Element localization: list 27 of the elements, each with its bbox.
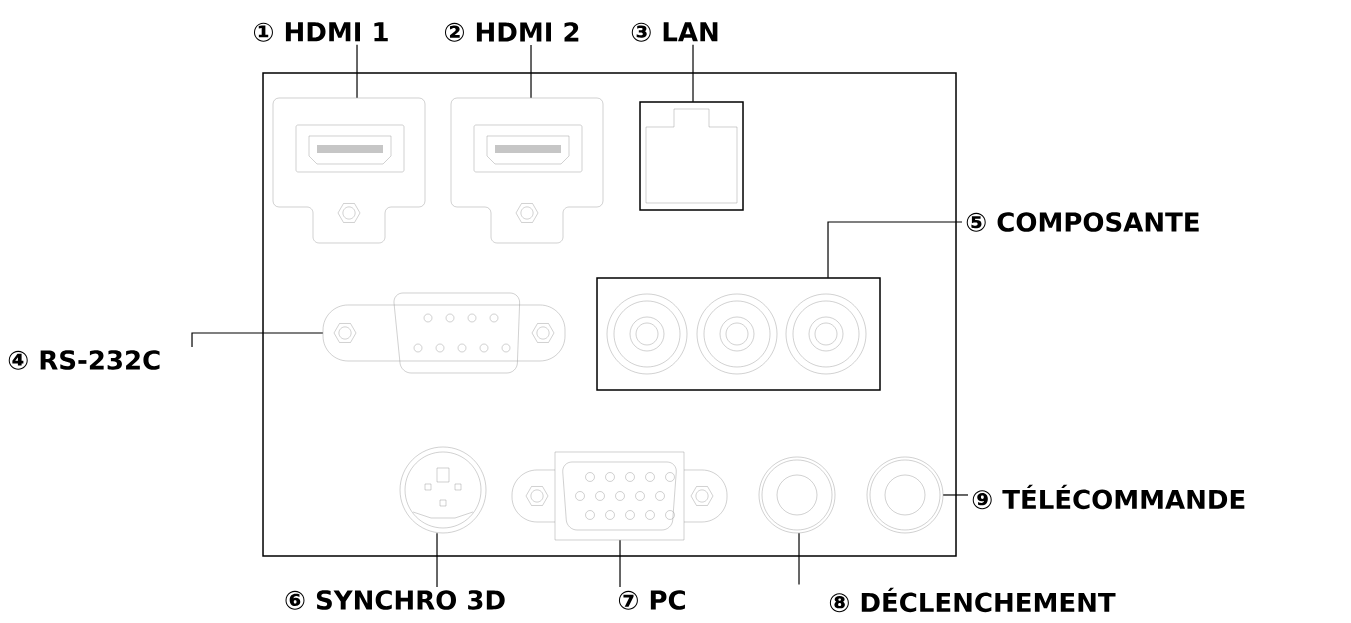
hdmi-port-drawing [272, 97, 426, 244]
leader-line [692, 44, 694, 103]
port-label: ① HDMI 1 [254, 22, 388, 42]
leader-line [942, 494, 969, 496]
mini-din-port-drawing [399, 446, 487, 534]
port-label: ⑥ SYNCHRO 3D [285, 590, 505, 610]
leader-line [827, 221, 963, 279]
port-label: ⑧ DÉCLENCHEMENT [829, 587, 1116, 613]
leader-line [191, 332, 324, 348]
port-label: ③ LAN [631, 22, 718, 42]
port-label: ⑤ COMPOSANTE [966, 212, 1199, 232]
serial-port-drawing [322, 292, 566, 374]
port-label: ⑨ TÉLÉCOMMANDE [972, 484, 1245, 510]
leader-line [530, 44, 532, 99]
leader-line [798, 532, 800, 586]
hdmi-port-drawing [450, 97, 604, 244]
port-label: ⑦ PC [618, 590, 685, 610]
port-label: ② HDMI 2 [445, 22, 579, 42]
jack-socket-drawing [758, 456, 836, 534]
vga-port-drawing [511, 451, 728, 541]
leader-line [436, 532, 438, 588]
rca-jacks-drawing [596, 277, 881, 391]
jack-socket-drawing [866, 456, 944, 534]
lan-port-drawing [639, 101, 744, 211]
leader-line [356, 44, 358, 99]
leader-line [619, 539, 621, 588]
port-label: ④ RS-232C [8, 350, 160, 370]
